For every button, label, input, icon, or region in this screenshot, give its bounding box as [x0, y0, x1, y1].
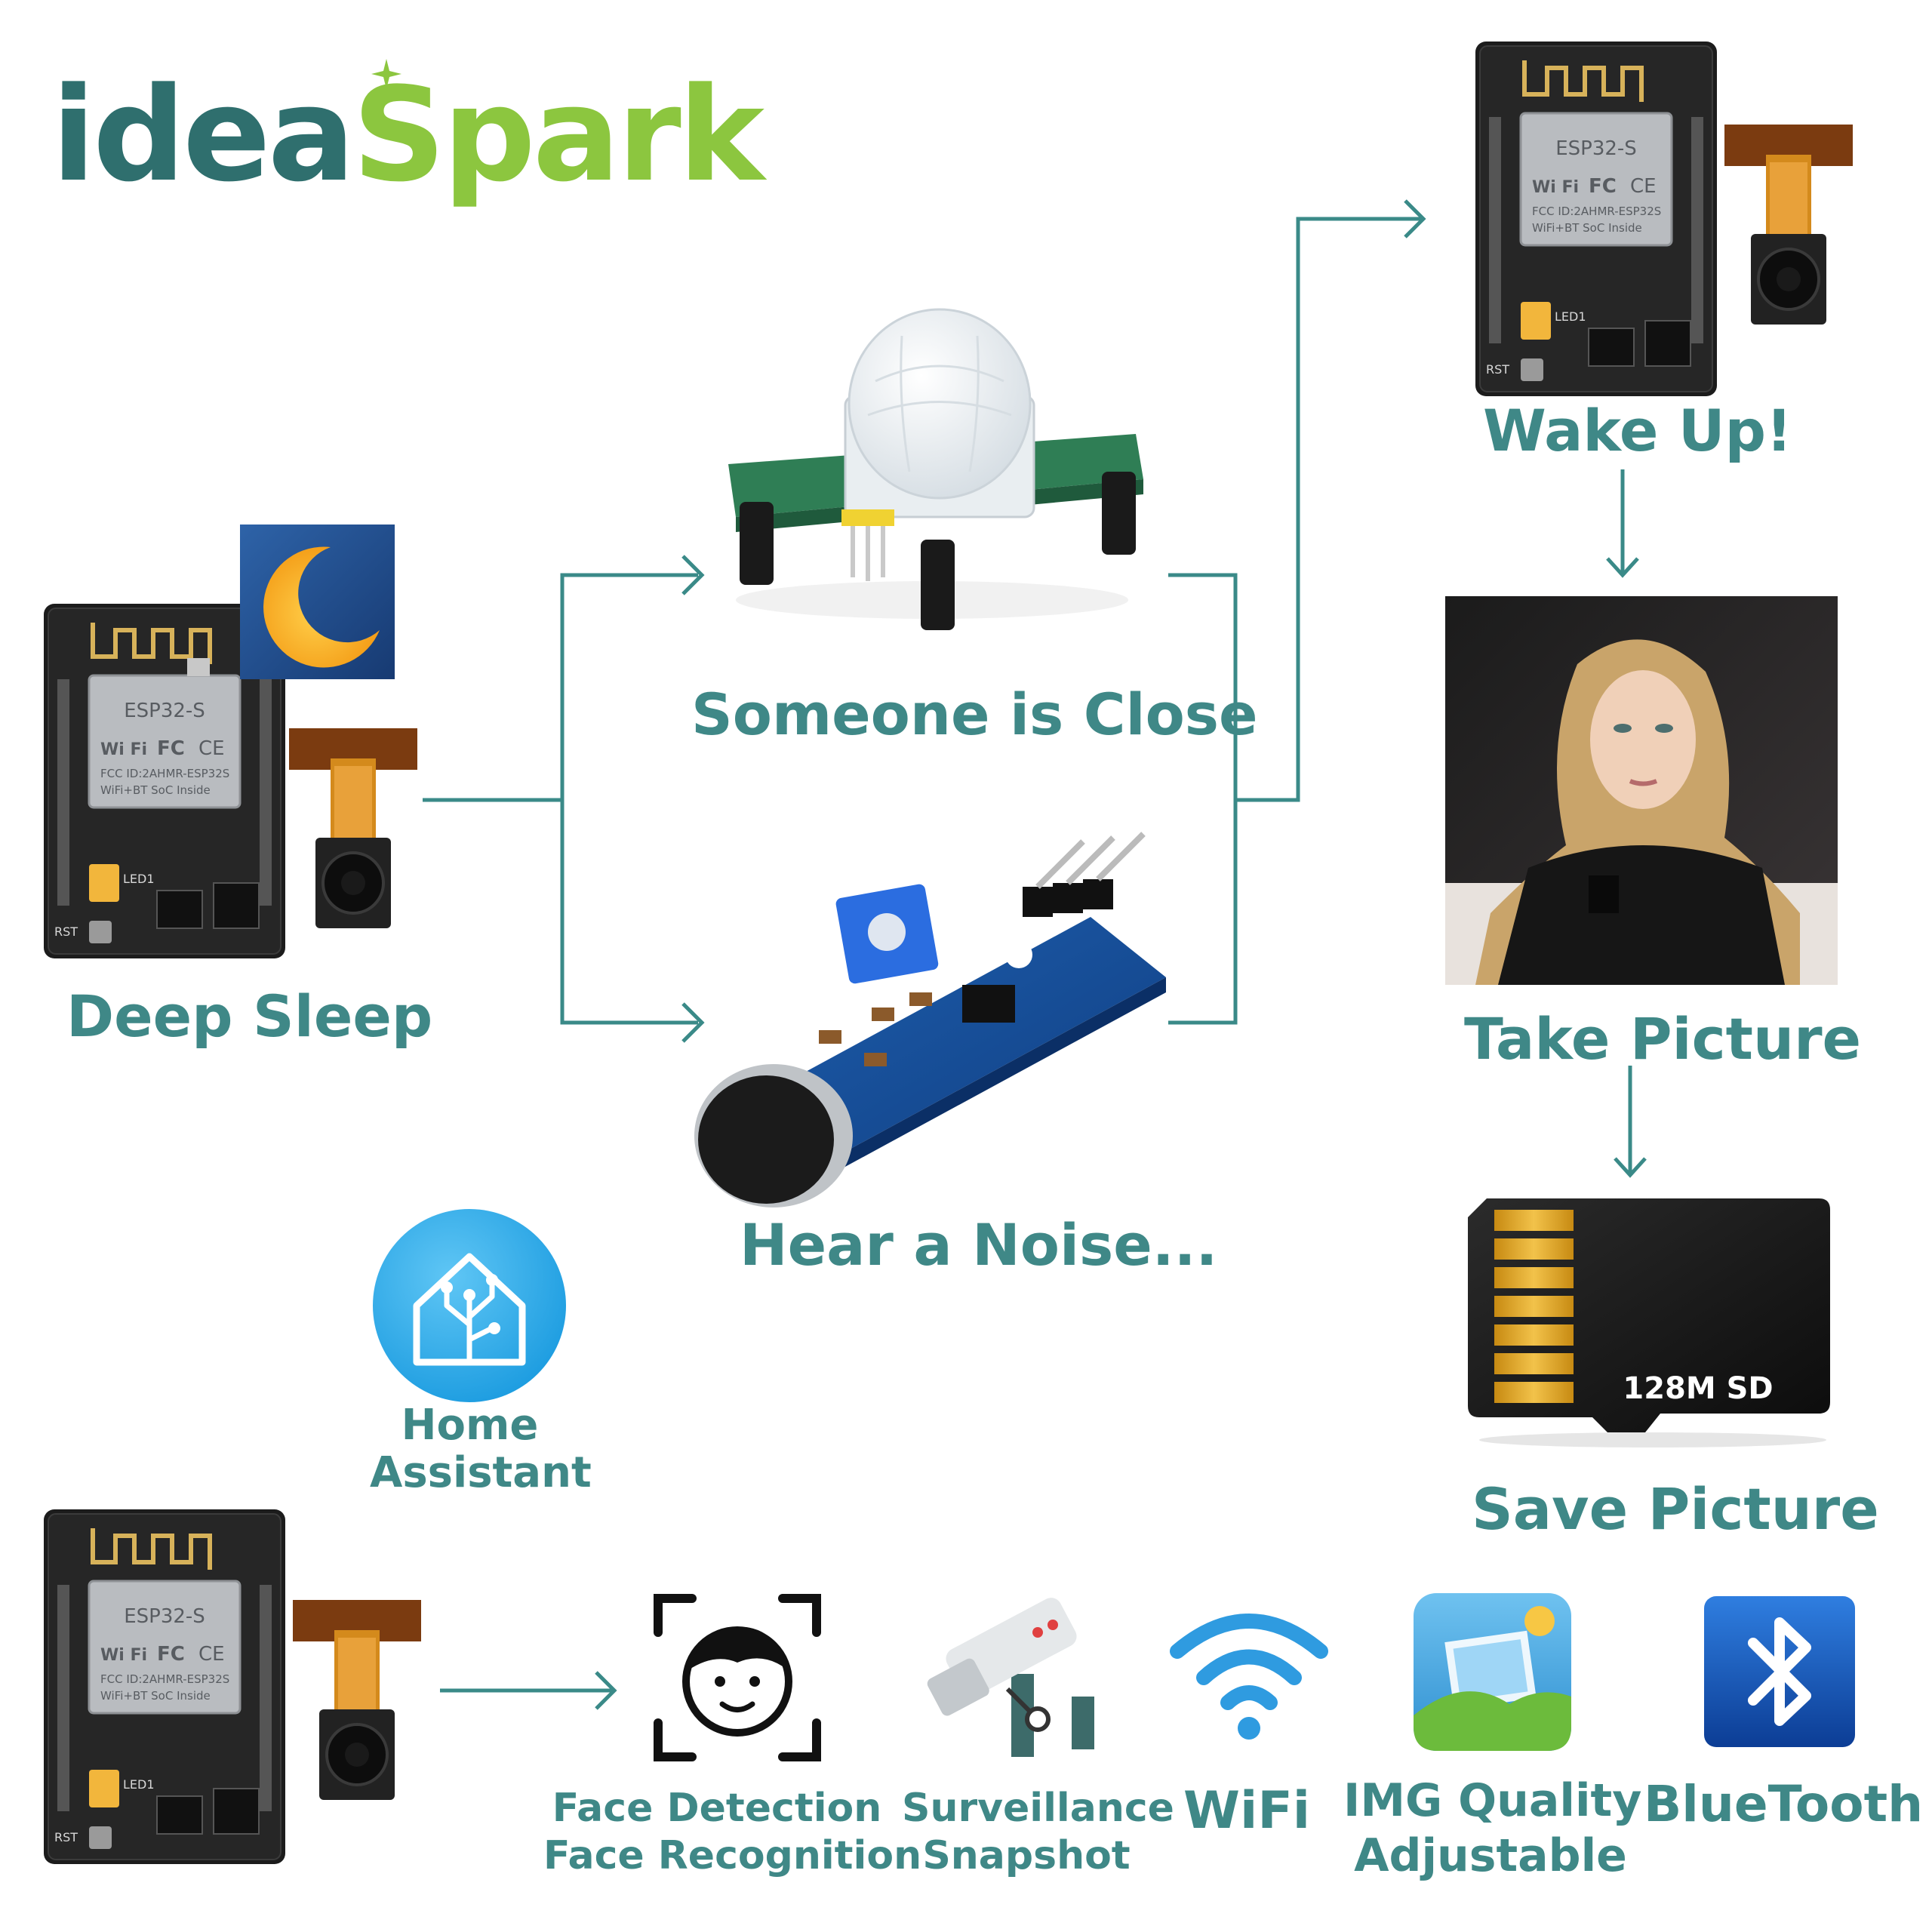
reset-label: RST — [54, 1830, 78, 1844]
cert-line1: FCC ID:2AHMR-ESP32S — [100, 767, 229, 780]
moon-icon — [240, 525, 395, 679]
bluetooth-icon — [1704, 1596, 1855, 1747]
wifi-mark: Wi Fi — [100, 740, 147, 759]
module-label: ESP32-S — [124, 700, 205, 722]
sound-sensor — [694, 832, 1166, 1208]
cctv-camera-icon — [927, 1598, 1094, 1757]
cert-line2: WiFi+BT SoC Inside — [100, 1689, 211, 1703]
led-label: LED1 — [123, 872, 155, 886]
wifi-mark: Wi Fi — [1532, 178, 1579, 197]
home-assistant-icon — [373, 1209, 566, 1402]
step-deep-sleep: Deep Sleep — [66, 983, 433, 1050]
feature-label-surveillance: Surveillance Snapshot — [902, 1786, 1174, 1879]
step-hear-noise: Hear a Noise... — [740, 1211, 1218, 1278]
cert-line1: FCC ID:2AHMR-ESP32S — [100, 1672, 229, 1686]
feature-label-img-quality: IMG Quality Adjustable — [1343, 1774, 1642, 1883]
pir-motion-sensor — [728, 308, 1143, 630]
cert-line1: FCC ID:2AHMR-ESP32S — [1532, 205, 1661, 218]
sd-card-icon: 128M SD — [1468, 1198, 1830, 1447]
fc-mark: FC — [1589, 175, 1617, 198]
feature-label-wifi: WiFi — [1183, 1781, 1311, 1841]
esp32-cam-board-wake: ESP32-S Wi Fi FC CE FCC ID:2AHMR-ESP32S … — [1475, 42, 1717, 396]
sparkle-icon — [371, 59, 401, 89]
ce-mark: CE — [1630, 175, 1657, 198]
wifi-icon — [1170, 1614, 1328, 1740]
feature-label-bluetooth: BlueTooth — [1644, 1775, 1924, 1833]
step-save-picture: Save Picture — [1472, 1475, 1879, 1543]
module-label: ESP32-S — [1555, 137, 1637, 160]
home-assistant-line1: Home — [401, 1401, 539, 1450]
home-assistant-label: Home Assistant — [370, 1401, 592, 1497]
brand-name-part2: Spark — [352, 59, 764, 211]
step-someone-close: Someone is Close — [691, 681, 1258, 748]
fc-mark: FC — [157, 737, 185, 760]
sd-card-label: 128M SD — [1623, 1371, 1773, 1406]
brand-name-part1: idea — [51, 59, 355, 211]
fc-mark: FC — [157, 1643, 185, 1666]
brand-logo: ideaSpark — [51, 59, 764, 211]
photo-gallery-icon — [1414, 1593, 1571, 1751]
camera-module — [293, 1600, 421, 1800]
led-label: LED1 — [123, 1777, 155, 1792]
cert-line2: WiFi+BT SoC Inside — [1532, 221, 1642, 235]
esp32-cam-board-sleep: ESP32-S Wi Fi FC CE FCC ID:2AHMR-ESP32S … — [44, 604, 285, 958]
step-take-picture: Take Picture — [1464, 1005, 1862, 1072]
reset-label: RST — [54, 924, 78, 939]
esp32-cam-board-bottom: ESP32-S Wi Fi FC CE FCC ID:2AHMR-ESP32S … — [44, 1509, 285, 1864]
reset-label: RST — [1486, 362, 1509, 377]
home-assistant-line2: Assistant — [370, 1447, 592, 1497]
wifi-mark: Wi Fi — [100, 1646, 147, 1665]
captured-photo — [1445, 596, 1838, 985]
step-wake-up: Wake Up! — [1483, 397, 1792, 464]
cert-line2: WiFi+BT SoC Inside — [100, 783, 211, 797]
feature-label-face: Face Detection Face Recognition — [543, 1786, 922, 1879]
ce-mark: CE — [198, 1643, 225, 1666]
led-label: LED1 — [1555, 309, 1586, 324]
camera-module — [1724, 125, 1853, 325]
ce-mark: CE — [198, 737, 225, 760]
face-detection-icon — [654, 1594, 821, 1761]
module-label: ESP32-S — [124, 1605, 205, 1628]
camera-module — [289, 728, 417, 928]
